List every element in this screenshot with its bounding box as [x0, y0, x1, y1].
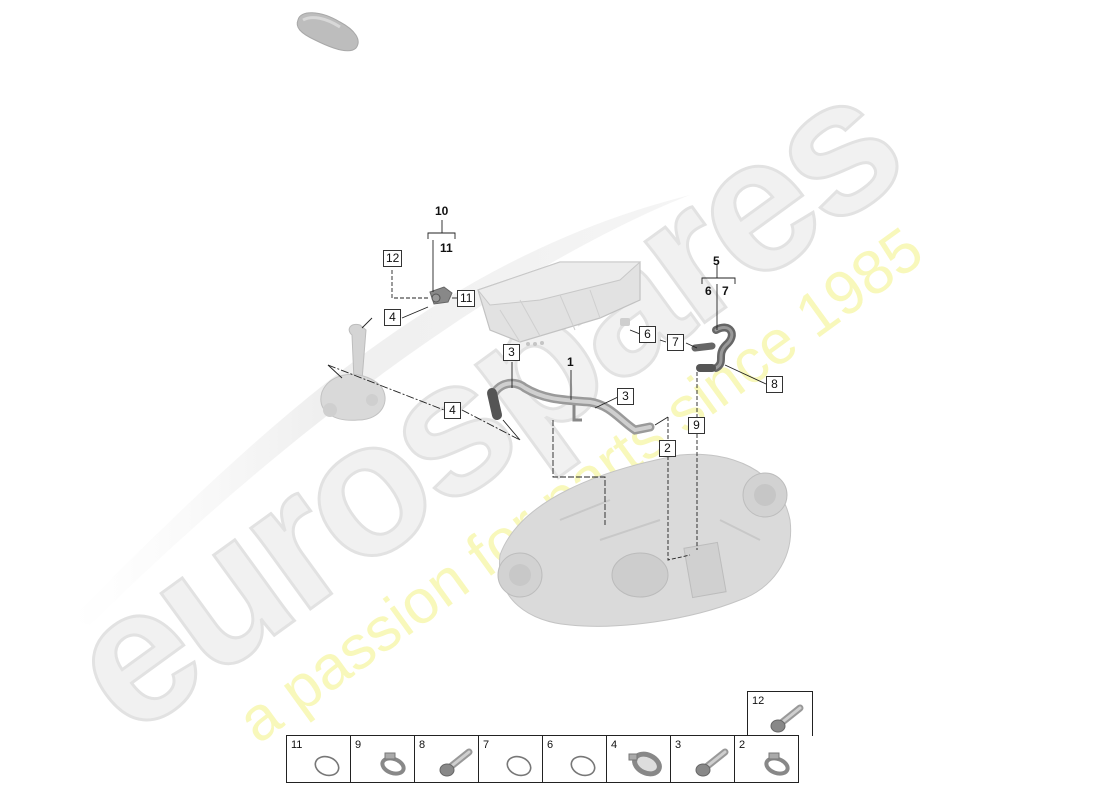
part-number: 11: [291, 739, 303, 751]
part-number: 2: [739, 739, 746, 751]
coolant-pipe-main: [487, 378, 655, 435]
sensor-connector: [429, 286, 453, 305]
group-label-7: 7: [722, 284, 729, 298]
parts-cell-12[interactable]: 12: [747, 691, 813, 736]
group-label-5: 5: [713, 254, 720, 268]
hose-clamp-icon: [764, 752, 790, 776]
part-number: 3: [675, 739, 682, 751]
callout-9[interactable]: 9: [688, 417, 705, 434]
group-label-10: 10: [435, 204, 449, 218]
bolt-icon: [695, 748, 729, 777]
part-number: 12: [752, 695, 765, 707]
part-number: 4: [611, 739, 618, 751]
callout-4-upper[interactable]: 4: [384, 309, 401, 326]
power-electronics-module: [477, 261, 642, 346]
callout-2[interactable]: 2: [659, 440, 676, 457]
part-number: 8: [419, 739, 426, 751]
coolant-pump: [320, 323, 386, 421]
parts-table: 11 9 8 7 6 4 3 2: [286, 735, 799, 783]
parts-cell-7[interactable]: 7: [478, 735, 543, 783]
callout-11[interactable]: 11: [457, 290, 476, 307]
parts-cell-3[interactable]: 3: [670, 735, 735, 783]
band-clamp-icon: [628, 751, 662, 777]
parts-cell-6[interactable]: 6: [542, 735, 607, 783]
leader-lines: [327, 220, 767, 561]
bolt-icon: [439, 748, 473, 777]
electric-drive-unit: [497, 453, 792, 627]
group-label-6: 6: [705, 284, 712, 298]
group-label-1: 1: [567, 355, 574, 369]
callout-6[interactable]: 6: [639, 326, 656, 343]
callout-7[interactable]: 7: [667, 334, 684, 351]
parts-cell-2[interactable]: 2: [734, 735, 799, 783]
hose-clamp-icon: [380, 752, 406, 776]
callout-3-right[interactable]: 3: [617, 388, 634, 405]
parts-cell-9[interactable]: 9: [350, 735, 415, 783]
coolant-hose-right: [691, 323, 736, 372]
bolt-icon: [770, 704, 804, 733]
o-ring-icon: [506, 755, 532, 777]
parts-cell-4[interactable]: 4: [606, 735, 671, 783]
o-ring-icon: [314, 755, 340, 777]
parts-cell-11[interactable]: 11: [286, 735, 351, 783]
part-number: 7: [483, 739, 490, 751]
parts-cell-8[interactable]: 8: [414, 735, 479, 783]
group-label-11: 11: [440, 241, 453, 255]
part-number: 9: [355, 739, 362, 751]
callout-12[interactable]: 12: [383, 250, 403, 267]
callout-4-lower[interactable]: 4: [444, 402, 461, 419]
o-ring-icon: [570, 755, 596, 777]
callout-8[interactable]: 8: [766, 376, 783, 393]
car-silhouette-icon: [296, 12, 359, 52]
part-number: 6: [547, 739, 554, 751]
callout-3-left[interactable]: 3: [503, 344, 520, 361]
